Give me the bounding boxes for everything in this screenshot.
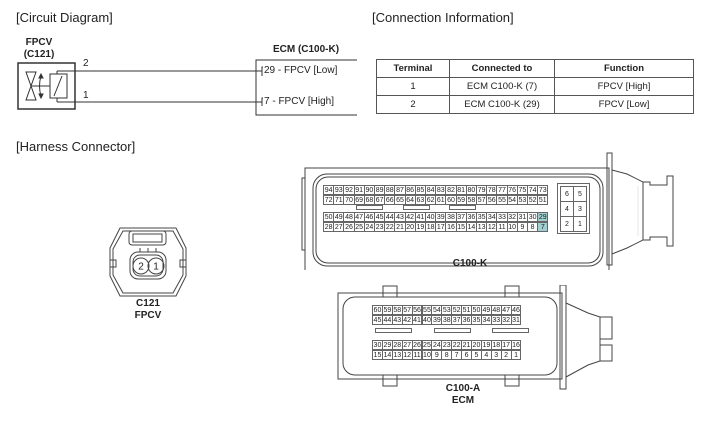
pin-51: 51 xyxy=(537,195,549,205)
key-slot xyxy=(492,328,529,333)
aux-pin-5: 5 xyxy=(573,186,587,202)
aux-pin-3: 3 xyxy=(573,201,587,217)
connection-table: Terminal Connected to Function 1 ECM C10… xyxy=(376,59,694,114)
ecm-pin-marker-7 xyxy=(261,97,263,106)
pin-29: 29 xyxy=(537,212,549,222)
pin-1: 1 xyxy=(510,350,522,360)
fpcv-component-box xyxy=(17,62,76,110)
table-row: 2 ECM C100-K (29) FPCV [Low] xyxy=(376,95,694,114)
c100k-connector-drawing xyxy=(301,152,674,270)
ecm-pin-7-label: 7 - FPCV [High] xyxy=(264,96,334,107)
aux-pin-frame xyxy=(557,183,590,234)
valve-symbol-icon xyxy=(25,71,50,101)
ecm-box xyxy=(255,59,357,116)
cell-terminal: 2 xyxy=(376,95,450,114)
table-row: 1 ECM C100-K (7) FPCV [High] xyxy=(376,77,694,96)
key-slot xyxy=(449,205,476,210)
c121-component-name: FPCV xyxy=(134,310,162,321)
wire-terminal-label-1: 1 xyxy=(83,90,89,101)
c100k-label: C100-K xyxy=(452,258,488,269)
fpcv-component-label: FPCV (C121) xyxy=(14,37,64,61)
aux-pin-4: 4 xyxy=(560,201,574,217)
c100a-label: C100-A ECM xyxy=(433,383,493,407)
header-terminal: Terminal xyxy=(376,59,450,78)
header-connected-to: Connected to xyxy=(449,59,555,78)
pin-7: 7 xyxy=(537,222,549,232)
cell-function: FPCV [Low] xyxy=(554,95,694,114)
wire-terminal-label-2: 2 xyxy=(83,58,89,69)
c121-pin-1 xyxy=(147,257,165,275)
cell-terminal: 1 xyxy=(376,77,450,96)
c121-connector-drawing: 2 1 xyxy=(109,227,187,297)
fpcv-connector-id: (C121) xyxy=(23,49,55,60)
harness-connector-title: [Harness Connector] xyxy=(16,139,136,154)
table-header-row: Terminal Connected to Function xyxy=(376,59,694,78)
circuit-diagram-title: [Circuit Diagram] xyxy=(16,10,113,25)
cell-connected-to: ECM C100-K (29) xyxy=(449,95,555,114)
cell-function: FPCV [High] xyxy=(554,77,694,96)
key-slot xyxy=(375,328,412,333)
aux-pin-1: 1 xyxy=(573,216,587,232)
c121-connector-id: C121 xyxy=(136,298,160,309)
key-slot xyxy=(356,205,383,210)
key-slot xyxy=(403,205,430,210)
ecm-pin-marker-29 xyxy=(261,66,263,76)
ecm-pin-function: - FPCV [High] xyxy=(269,96,335,107)
ecm-pin-number: 7 xyxy=(264,96,270,107)
c100a-component-name: ECM xyxy=(451,395,475,406)
cell-connected-to: ECM C100-K (7) xyxy=(449,77,555,96)
fpcv-name: FPCV xyxy=(25,37,53,48)
pin-16: 16 xyxy=(510,340,522,350)
solenoid-icon xyxy=(49,71,68,102)
aux-pin-2: 2 xyxy=(560,216,574,232)
c100a-connector-drawing xyxy=(337,285,613,390)
connection-information-title: [Connection Information] xyxy=(372,10,514,25)
c121-pin-2-label: 2 xyxy=(138,262,144,273)
c121-pin-1-label: 1 xyxy=(153,262,159,273)
pin-73: 73 xyxy=(537,185,549,195)
key-slot xyxy=(434,328,471,333)
aux-pin-6: 6 xyxy=(560,186,574,202)
header-function: Function xyxy=(554,59,694,78)
ecm-label: ECM (C100-K) xyxy=(272,44,340,55)
c121-pin-2 xyxy=(132,257,150,275)
ecm-pin-function: - FPCV [Low] xyxy=(275,65,338,76)
pin-46: 46 xyxy=(510,305,522,315)
ecm-pin-number: 29 xyxy=(264,65,276,76)
ecm-pin-29-label: 29 - FPCV [Low] xyxy=(264,65,337,76)
c100a-connector-id: C100-A xyxy=(445,383,481,394)
c121-label: C121 FPCV xyxy=(118,298,178,322)
circuit-diagram xyxy=(17,59,357,116)
pin-31: 31 xyxy=(510,315,522,325)
